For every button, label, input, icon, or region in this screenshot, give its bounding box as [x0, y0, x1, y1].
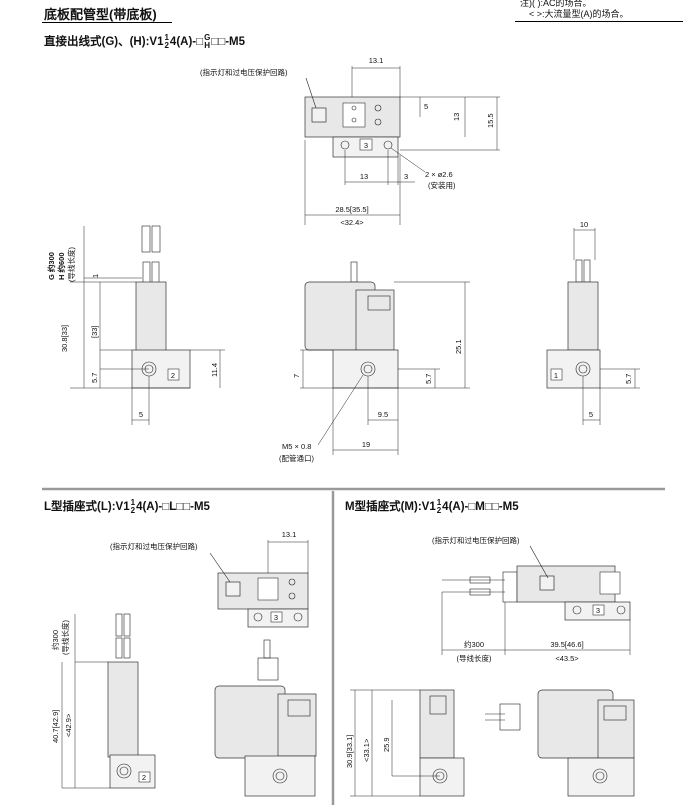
svg-text:5.7: 5.7 [624, 374, 633, 384]
port-3-label: 3 [364, 141, 368, 150]
svg-text:(导线长度): (导线长度) [66, 247, 76, 282]
g-right-view: 1 10 5.7 5 [546, 220, 640, 425]
svg-text:3: 3 [596, 606, 600, 615]
svg-text:7: 7 [292, 374, 301, 378]
svg-text:13.1: 13.1 [369, 56, 384, 65]
svg-text:5.7: 5.7 [424, 374, 433, 384]
header-rule [515, 21, 683, 22]
page-title: 底板配管型(带底板) [44, 7, 157, 22]
l-left-view: 2 约300 (导线长度) 40.7[42.9] <42.9> [50, 613, 156, 789]
svg-text:(指示灯和过电压保护回路): (指示灯和过电压保护回路) [110, 541, 198, 551]
svg-text:9.5: 9.5 [378, 410, 388, 419]
svg-text:30.9[33.1]: 30.9[33.1] [345, 735, 354, 768]
svg-text:5: 5 [589, 410, 593, 419]
svg-text:[33]: [33] [90, 325, 99, 338]
svg-text:G 约300: G 约300 [46, 252, 56, 280]
svg-text:3: 3 [404, 172, 408, 181]
g-indicator-label: (指示灯和过电压保护回路) [200, 67, 288, 77]
svg-text:13.1: 13.1 [282, 530, 297, 539]
svg-text:<42.9>: <42.9> [64, 713, 73, 737]
svg-text:3: 3 [274, 613, 278, 622]
svg-text:5: 5 [139, 410, 143, 419]
svg-text:(导线长度): (导线长度) [457, 653, 492, 663]
note-ac: 注)( ):AC的场合。 [520, 0, 592, 8]
svg-text:13: 13 [452, 113, 461, 121]
svg-text:M5 × 0.8: M5 × 0.8 [282, 442, 311, 451]
svg-text:2 × ø2.6: 2 × ø2.6 [425, 170, 453, 179]
svg-text:约300: 约300 [50, 630, 60, 650]
g-front-view: 7 25.1 5.7 9.5 19 M5 × 0.8 (配管通口) [279, 261, 470, 463]
svg-text:5: 5 [424, 102, 428, 111]
svg-text:15.5: 15.5 [486, 113, 495, 128]
l-front-view [214, 639, 317, 797]
svg-text:1: 1 [91, 274, 100, 278]
svg-text:13: 13 [360, 172, 368, 181]
note-large-flow: < >:大流量型(A)的场合。 [529, 9, 629, 19]
svg-text:40.7[42.9]: 40.7[42.9] [51, 710, 60, 743]
svg-text:5.7: 5.7 [90, 373, 99, 383]
g-top-view: 3 (指示灯和过电压保护回路) 13.1 5 13 15.5 2 × ø2.6 … [200, 56, 500, 227]
svg-text:<32.4>: <32.4> [340, 218, 364, 227]
svg-text:10: 10 [580, 220, 588, 229]
svg-text:11.4: 11.4 [210, 363, 219, 377]
g-left-view: 2 G 约300 H 约600 (导线长度) 1 30.8[33] [33] 5… [46, 225, 225, 425]
svg-text:25.9: 25.9 [382, 737, 391, 752]
m-top-view: 3 (指示灯和过电压保护回路) 约300 (导线长度) 39.5[46.6] <… [432, 535, 631, 663]
svg-text:(安装用): (安装用) [428, 180, 456, 190]
svg-text:30.8[33]: 30.8[33] [60, 325, 69, 352]
m-left-view: 30.9[33.1] <33.1> 25.9 [345, 689, 465, 797]
svg-text:25.1: 25.1 [454, 339, 463, 354]
svg-text:<33.1>: <33.1> [362, 738, 371, 762]
svg-text:(指示灯和过电压保护回路): (指示灯和过电压保护回路) [432, 535, 520, 545]
svg-text:1: 1 [554, 371, 558, 380]
svg-text:约300: 约300 [464, 639, 484, 649]
m-front-view [485, 689, 635, 797]
svg-text:(配管通口): (配管通口) [279, 453, 314, 463]
svg-text:H 约600: H 约600 [56, 252, 66, 280]
svg-text:28.5[35.5]: 28.5[35.5] [335, 205, 368, 214]
svg-text:19: 19 [362, 440, 370, 449]
svg-text:2: 2 [171, 371, 175, 380]
title-underline [42, 22, 172, 23]
svg-text:(导线长度): (导线长度) [60, 620, 70, 655]
svg-text:2: 2 [142, 773, 146, 782]
svg-text:39.5[46.6]: 39.5[46.6] [550, 640, 583, 649]
l-top-view: 3 (指示灯和过电压保护回路) 13.1 [110, 530, 309, 628]
svg-text:<43.5>: <43.5> [555, 654, 579, 663]
